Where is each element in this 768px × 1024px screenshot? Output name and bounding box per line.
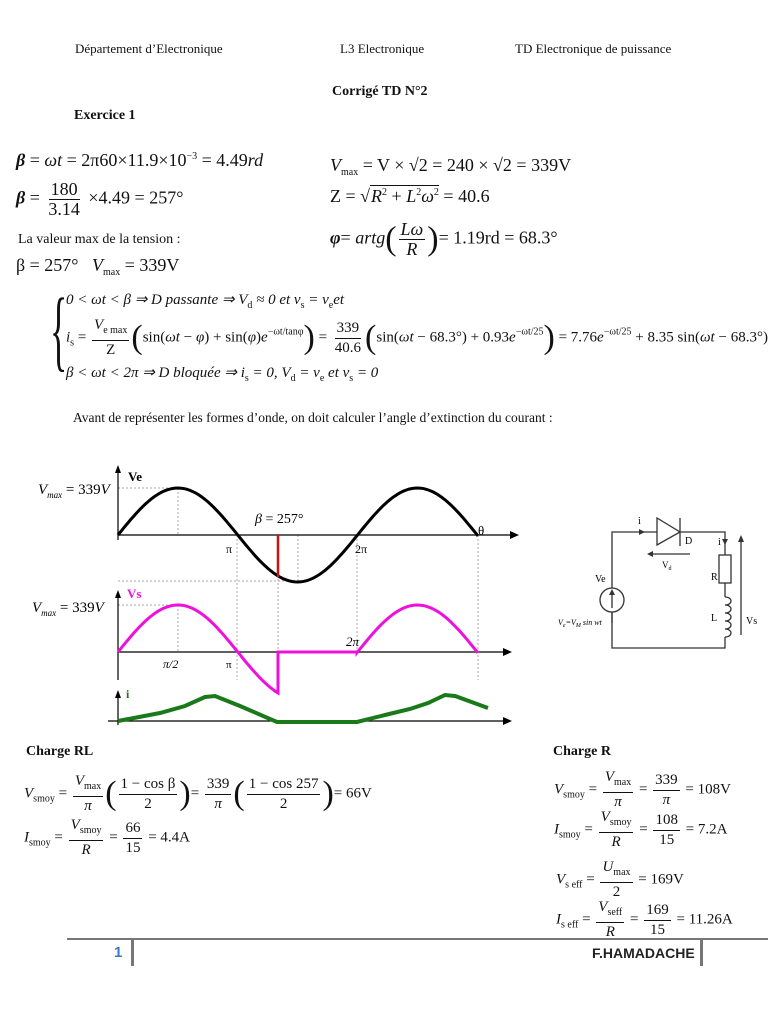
equation-impedance: Z = √R2 + L2ω2 = 40.6	[330, 185, 490, 206]
waveform-diagram: Ve Vmax = 339V β = 257° θ π 2π Vs Vmax =…	[32, 465, 519, 725]
vs-vmax-label: Vmax = 339V	[32, 600, 106, 618]
exercise-heading: Exercice 1	[74, 108, 136, 123]
i-label: i	[126, 687, 130, 701]
page-title: Corrigé TD N°2	[332, 84, 428, 99]
author-name: F.HAMADACHE	[592, 945, 695, 961]
i-x-arrow-icon	[503, 717, 512, 725]
vs-label: Vs	[127, 586, 141, 601]
footer-divider-right	[700, 938, 703, 966]
header-department: Département d’Electronique	[75, 41, 223, 56]
circuit-vd-label: Vd	[662, 560, 672, 572]
circuit-diagram: i D Vd i Ve R L Vs Ve=VM sin wt	[558, 516, 757, 649]
theta-label: θ	[478, 523, 484, 538]
circuit-d-label: D	[685, 536, 692, 547]
circuit-l-label: L	[711, 613, 717, 624]
ve-label: Ve	[128, 469, 142, 484]
charge-r-heading: Charge R	[553, 744, 611, 759]
diode-icon	[656, 516, 682, 547]
vs-x-arrow-icon	[503, 648, 512, 656]
system-line-blocked: β < ωt < 2π ⇒ D bloquée ⇒ is = 0, Vd = v…	[66, 365, 379, 384]
equation-beta-vmax: β = 257° Vmax = 339V	[16, 255, 180, 278]
circuit-r-label: R	[711, 572, 718, 583]
header-course: TD Electronique de puissance	[515, 41, 672, 56]
footer-divider-left	[131, 938, 134, 966]
max-voltage-label: La valeur max de la tension :	[18, 232, 181, 247]
pi-label-bottom: π	[226, 659, 232, 671]
resistor-icon	[718, 554, 732, 584]
two-pi-label-bottom: 2π	[346, 634, 360, 649]
two-pi-label-top: 2π	[355, 542, 367, 556]
circuit-i-label: i	[638, 516, 641, 527]
extinction-paragraph: Avant de représenter les formes d’onde, …	[73, 410, 553, 425]
wire-right-top	[680, 531, 726, 555]
inductor-icon	[724, 596, 732, 638]
footer-rule	[67, 938, 768, 940]
page-number: 1	[114, 944, 123, 961]
half-pi-label: π/2	[163, 657, 178, 671]
equation-beta-rad: β = ωt = 2π60×11.9×10−3 = 4.49rd	[16, 150, 264, 170]
header-level: L3 Electronique	[340, 41, 425, 56]
wire-bottom	[611, 612, 726, 649]
ve-vmax-label: Vmax = 339V	[38, 482, 112, 500]
pi-label-top: π	[226, 542, 232, 556]
system-line-conducting: 0 < ωt < β ⇒ D passante ⇒ Vd ≈ 0 et vs =…	[66, 292, 345, 311]
i-waveform	[117, 692, 489, 724]
ve-waveform	[116, 486, 480, 584]
vs-y-arrow-icon	[115, 590, 121, 598]
charge-rl-heading: Charge RL	[26, 744, 94, 759]
ve-x-arrow-icon	[510, 531, 519, 539]
circuit-vs-label: Vs	[746, 616, 757, 627]
i-y-arrow-icon	[115, 690, 121, 698]
system-brace: {	[50, 281, 68, 380]
circuit-ve-label: Ve	[595, 574, 606, 585]
equation-vmax: Vmax = V × √2 = 240 × √2 = 339V	[330, 155, 572, 178]
beta-label: β = 257°	[254, 512, 303, 527]
vs-waveform	[116, 603, 480, 696]
circuit-source-eq: Ve=VM sin wt	[558, 618, 603, 629]
ve-y-arrow-icon	[115, 465, 121, 473]
circuit-i-label-right: i	[718, 537, 721, 548]
